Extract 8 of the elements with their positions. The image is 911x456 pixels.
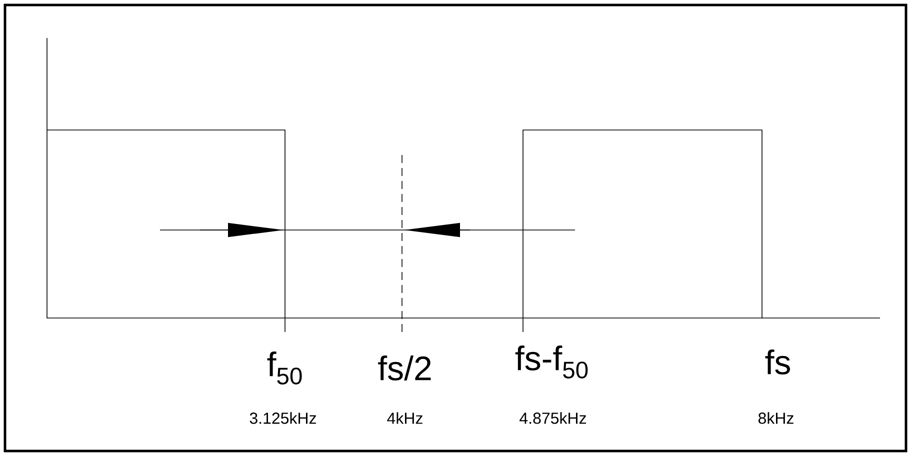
frequency-symbol: fs/2	[378, 356, 431, 380]
frequency-value: 8kHz	[758, 412, 794, 424]
frequency-value: 4.875kHz	[520, 412, 586, 424]
frequency-value: 3.125kHz	[250, 412, 316, 424]
frequency-value: 4kHz	[387, 412, 422, 424]
frequency-symbol: fs	[765, 350, 790, 374]
frequency-symbol: f$_{50}$	[267, 352, 302, 384]
frequency-symbol: fs-f$_{50}$	[515, 346, 588, 378]
